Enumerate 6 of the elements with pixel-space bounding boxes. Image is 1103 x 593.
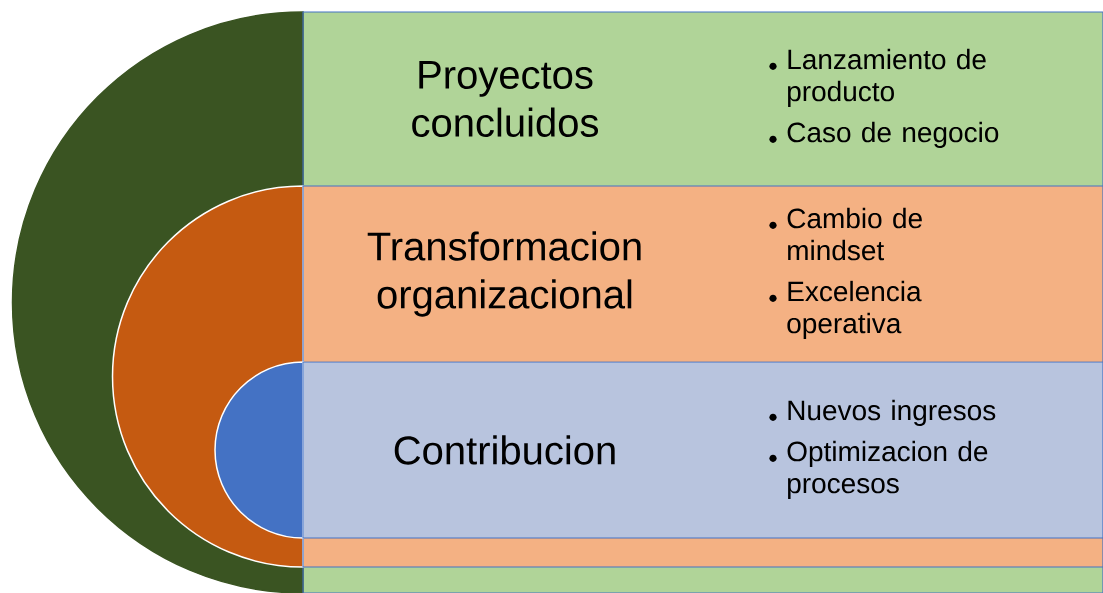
bullet-item: Optimizacion de procesos [769,440,988,499]
bullet-item: Nuevos ingresos [769,399,996,426]
bullet-item: Excelencia operativa [769,280,922,339]
bullet-item: Cambio de mindset [769,207,922,261]
bullet-item: Lanzamiento de producto [769,48,986,107]
bullet-item: Caso de negocio [769,121,999,148]
